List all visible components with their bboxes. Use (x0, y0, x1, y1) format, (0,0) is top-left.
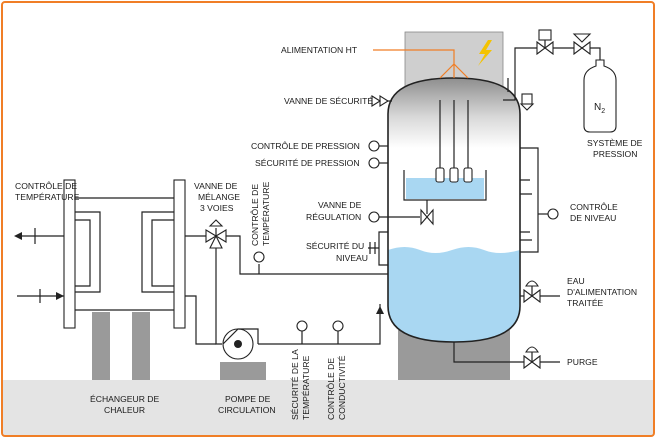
pressure-valve-icon (519, 103, 535, 111)
label-securite-niveau-1: SÉCURITÉ DU (306, 241, 364, 251)
pump-icon (222, 328, 259, 360)
label-controle-conductivite-2: CONDUCTIVITÉ (337, 355, 347, 420)
label-securite-niveau-2: NIVEAU (336, 253, 368, 263)
label-controle-conductivite-1: CONTRÔLE DE (326, 358, 336, 420)
level-control-gauge (547, 208, 559, 220)
label-vanne-securite: VANNE DE SÉCURITÉ (284, 96, 373, 106)
pump-base (220, 362, 266, 380)
label-vanne-melange-1: VANNE DE (194, 181, 238, 191)
exchanger-support-right (132, 312, 150, 380)
label-controle-niveau-2: DE NIVEAU (570, 213, 616, 223)
label-vanne-melange-3: 3 VOIES (200, 203, 234, 213)
three-way-valve-icon (205, 219, 227, 249)
label-securite-temperature-2: TEMPÉRATURE (301, 355, 311, 420)
nitrogen-cylinder-icon (583, 59, 617, 133)
label-controle-temperature-v1: CONTRÔLE DE (250, 184, 260, 246)
label-vanne-regulation-1: VANNE DE (318, 200, 362, 210)
ht-supply-line (373, 49, 469, 79)
label-controle-temperature-v2: TEMPÉRATURE (261, 181, 271, 246)
label-eau-2: D'ALIMENTATION (567, 287, 637, 297)
label-securite-temperature-1: SÉCURITÉ DE LA (290, 349, 300, 420)
level-control-icon (520, 193, 532, 241)
level-safety-icon (368, 242, 379, 254)
label-eau-3: TRAITÉE (567, 298, 604, 308)
label-alimentation-ht: ALIMENTATION HT (281, 45, 358, 55)
regulation-valve-actuator (368, 211, 380, 223)
regulation-valve-icon (420, 208, 434, 226)
label-pompe-2: CIRCULATION (218, 405, 276, 415)
lightning-icon (478, 40, 492, 66)
label-controle-pression: CONTRÔLE DE PRESSION (251, 141, 360, 151)
electrodes (435, 100, 473, 183)
label-purge: PURGE (567, 357, 598, 367)
exchanger-support-left (92, 312, 110, 380)
label-echangeur-1: ÉCHANGEUR DE (90, 394, 160, 404)
pressure-safety-gauge (368, 157, 380, 169)
label-controle-temperature-2: TEMPÉRATURE (15, 192, 80, 202)
label-controle-temperature-1: CONTRÔLE DE (15, 181, 77, 191)
label-vanne-regulation-2: RÉGULATION (306, 212, 361, 222)
tray-water (406, 178, 484, 199)
label-systeme-pression-2: PRESSION (593, 149, 637, 159)
floor (3, 380, 653, 435)
label-pompe-1: POMPE DE (225, 394, 271, 404)
label-n2: N2 (594, 102, 605, 115)
label-eau-1: EAU (567, 276, 585, 286)
electrode-tray (403, 170, 487, 201)
label-echangeur-2: CHALEUR (104, 405, 145, 415)
label-securite-pression: SÉCURITÉ DE PRESSION (255, 158, 360, 168)
boiler-vessel (387, 77, 521, 343)
hot-water-line (185, 235, 388, 275)
pressure-control-gauge (368, 140, 380, 152)
conductivity-gauge (332, 320, 344, 332)
heat-exchanger (63, 179, 186, 329)
valve-icon (536, 29, 554, 56)
temperature-safety-gauge (296, 320, 308, 332)
label-vanne-melange-2: MÉLANGE (198, 192, 240, 202)
label-systeme-pression-1: SYSTÈME DE (587, 138, 643, 148)
gauge-icon (253, 251, 265, 263)
label-controle-niveau-1: CONTRÔLE (570, 202, 618, 212)
safety-valve-icon (371, 95, 390, 107)
